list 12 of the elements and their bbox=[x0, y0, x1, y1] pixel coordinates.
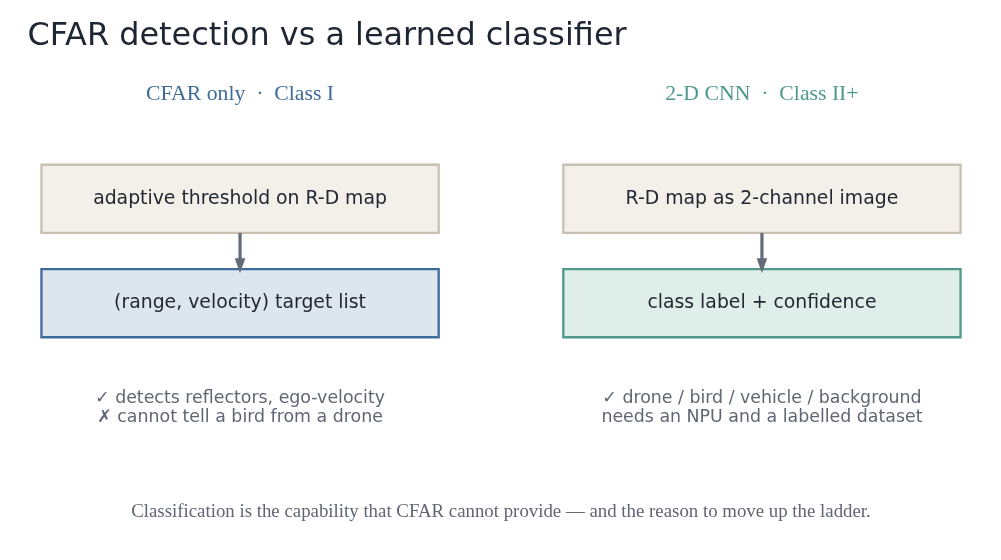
node-box: R-D map as 2-channel image bbox=[561, 163, 962, 235]
label: 2-D CNN · Class II+ bbox=[664, 80, 859, 105]
node-label: ✓ drone / bird / vehicle / background bbox=[601, 386, 922, 407]
arrow bbox=[756, 232, 767, 274]
node-box: (range, velocity) target list bbox=[39, 267, 440, 339]
node-box: class label + confidence bbox=[561, 267, 962, 339]
node-box: adaptive threshold on R-D map bbox=[39, 163, 440, 235]
caption: Classification is the capability that CFAR cannot provide — and the reason to move up the ladder. bbox=[130, 499, 871, 521]
arrow bbox=[234, 232, 245, 274]
diagram-title: CFAR detection vs a learned classifier bbox=[26, 15, 627, 54]
label: CFAR only · Class I bbox=[145, 80, 334, 105]
node-label: ✓ detects reflectors, ego-velocity bbox=[94, 386, 385, 407]
